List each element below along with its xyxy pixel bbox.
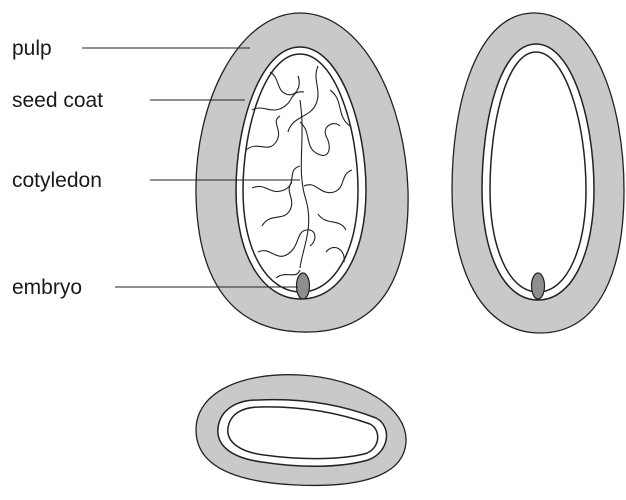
seed-section-transverse bbox=[196, 375, 406, 486]
label-pulp: pulp bbox=[12, 38, 52, 59]
embryo-shape bbox=[532, 273, 545, 299]
label-seed-coat: seed coat bbox=[12, 90, 103, 111]
label-cotyledon: cotyledon bbox=[12, 170, 102, 191]
seed-section-longitudinal bbox=[452, 13, 624, 333]
seed-whole-with-cotyledon bbox=[196, 13, 408, 332]
embryo-shape bbox=[297, 273, 310, 299]
label-embryo: embryo bbox=[12, 277, 82, 298]
